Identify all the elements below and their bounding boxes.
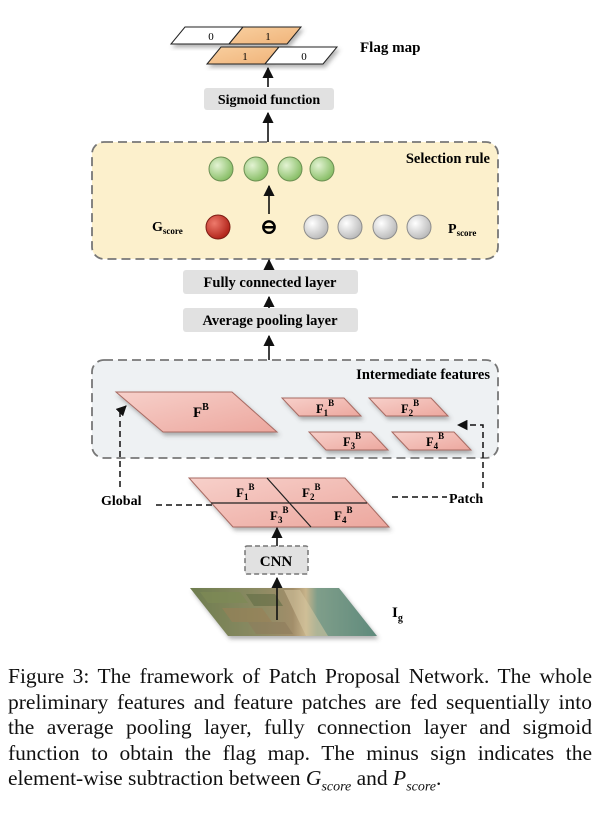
patch-feature-2-label: F2B	[401, 398, 419, 418]
flag-cell	[227, 26, 303, 45]
caption-and: and	[351, 766, 394, 790]
figure-caption: Figure 3: The framework of Patch Proposa…	[8, 664, 592, 800]
patch-feature-4	[390, 431, 473, 451]
p-score-node	[337, 214, 363, 240]
patch-label: Patch	[449, 492, 483, 507]
cnn-label: CNN	[260, 554, 293, 570]
difference-node	[208, 156, 234, 182]
global-label: Global	[101, 494, 142, 509]
selection-rule-title: Selection rule	[406, 151, 491, 167]
p-score-nodes	[303, 214, 432, 240]
caption-text: Figure 3: The framework of Patch Proposa…	[8, 664, 592, 790]
cnn-box	[244, 545, 309, 575]
g-score-node	[205, 214, 231, 240]
fully-connected-label: Fully connected layer	[204, 275, 337, 291]
patch-feature-2	[367, 397, 450, 417]
flag-value: 1	[242, 51, 248, 63]
input-image-label: Ig	[392, 605, 403, 624]
flag-value: 1	[265, 31, 271, 43]
feature-map-cell-3: F3B	[270, 505, 288, 525]
global-feature-map	[114, 391, 279, 433]
global-label-bg	[100, 491, 152, 509]
caption-p-sub: score	[406, 779, 436, 795]
score-difference-nodes	[208, 156, 335, 182]
feature-map-cell-2: F2B	[302, 482, 320, 502]
p-score-node	[406, 214, 432, 240]
caption-g-var: G	[305, 766, 322, 790]
g-score-label: Gscore	[152, 220, 183, 236]
input-aerial-image	[190, 588, 377, 636]
p-score-node	[372, 214, 398, 240]
difference-node	[243, 156, 269, 182]
caption-g-sub: score	[321, 779, 352, 795]
flag-map-title: Flag map	[360, 40, 420, 56]
intermediate-features-title: Intermediate features	[356, 367, 490, 383]
patch-feature-1	[280, 397, 363, 417]
fully-connected-box	[183, 270, 358, 294]
average-pooling-box	[183, 308, 358, 332]
difference-node	[309, 156, 335, 182]
average-pooling-label: Average pooling layer	[202, 313, 338, 329]
patch-feature-1-label: F1B	[316, 398, 334, 418]
feature-map-divider	[266, 477, 312, 528]
caption-end: .	[436, 766, 442, 790]
patch-feature-3-label: F3B	[343, 431, 361, 451]
flag-cell	[263, 46, 339, 65]
sigmoid-box	[204, 88, 334, 110]
minus-operator: ⊖	[260, 214, 278, 239]
global-feature-label: FB	[193, 402, 209, 421]
sigmoid-label: Sigmoid function	[218, 93, 321, 108]
feature-map-cell-4: F4B	[334, 505, 352, 525]
flag-map: 0 1 1 0	[169, 26, 339, 65]
flag-value: 0	[301, 51, 307, 63]
p-score-label: Pscore	[448, 222, 476, 238]
patch-label-bg	[447, 489, 493, 507]
p-score-node	[303, 214, 329, 240]
flag-value: 0	[208, 31, 214, 43]
patch-feature-4-label: F4B	[426, 431, 444, 451]
patch-connector	[392, 419, 484, 498]
global-connector	[115, 405, 232, 506]
caption-p-var: P	[393, 766, 407, 790]
feature-map-cell-1: F1B	[236, 482, 254, 502]
patch-feature-3	[307, 431, 390, 451]
difference-node	[277, 156, 303, 182]
patch-proposal-network-diagram: 0 1 1 0 Flag map Sigmoid function Select…	[91, 26, 499, 636]
